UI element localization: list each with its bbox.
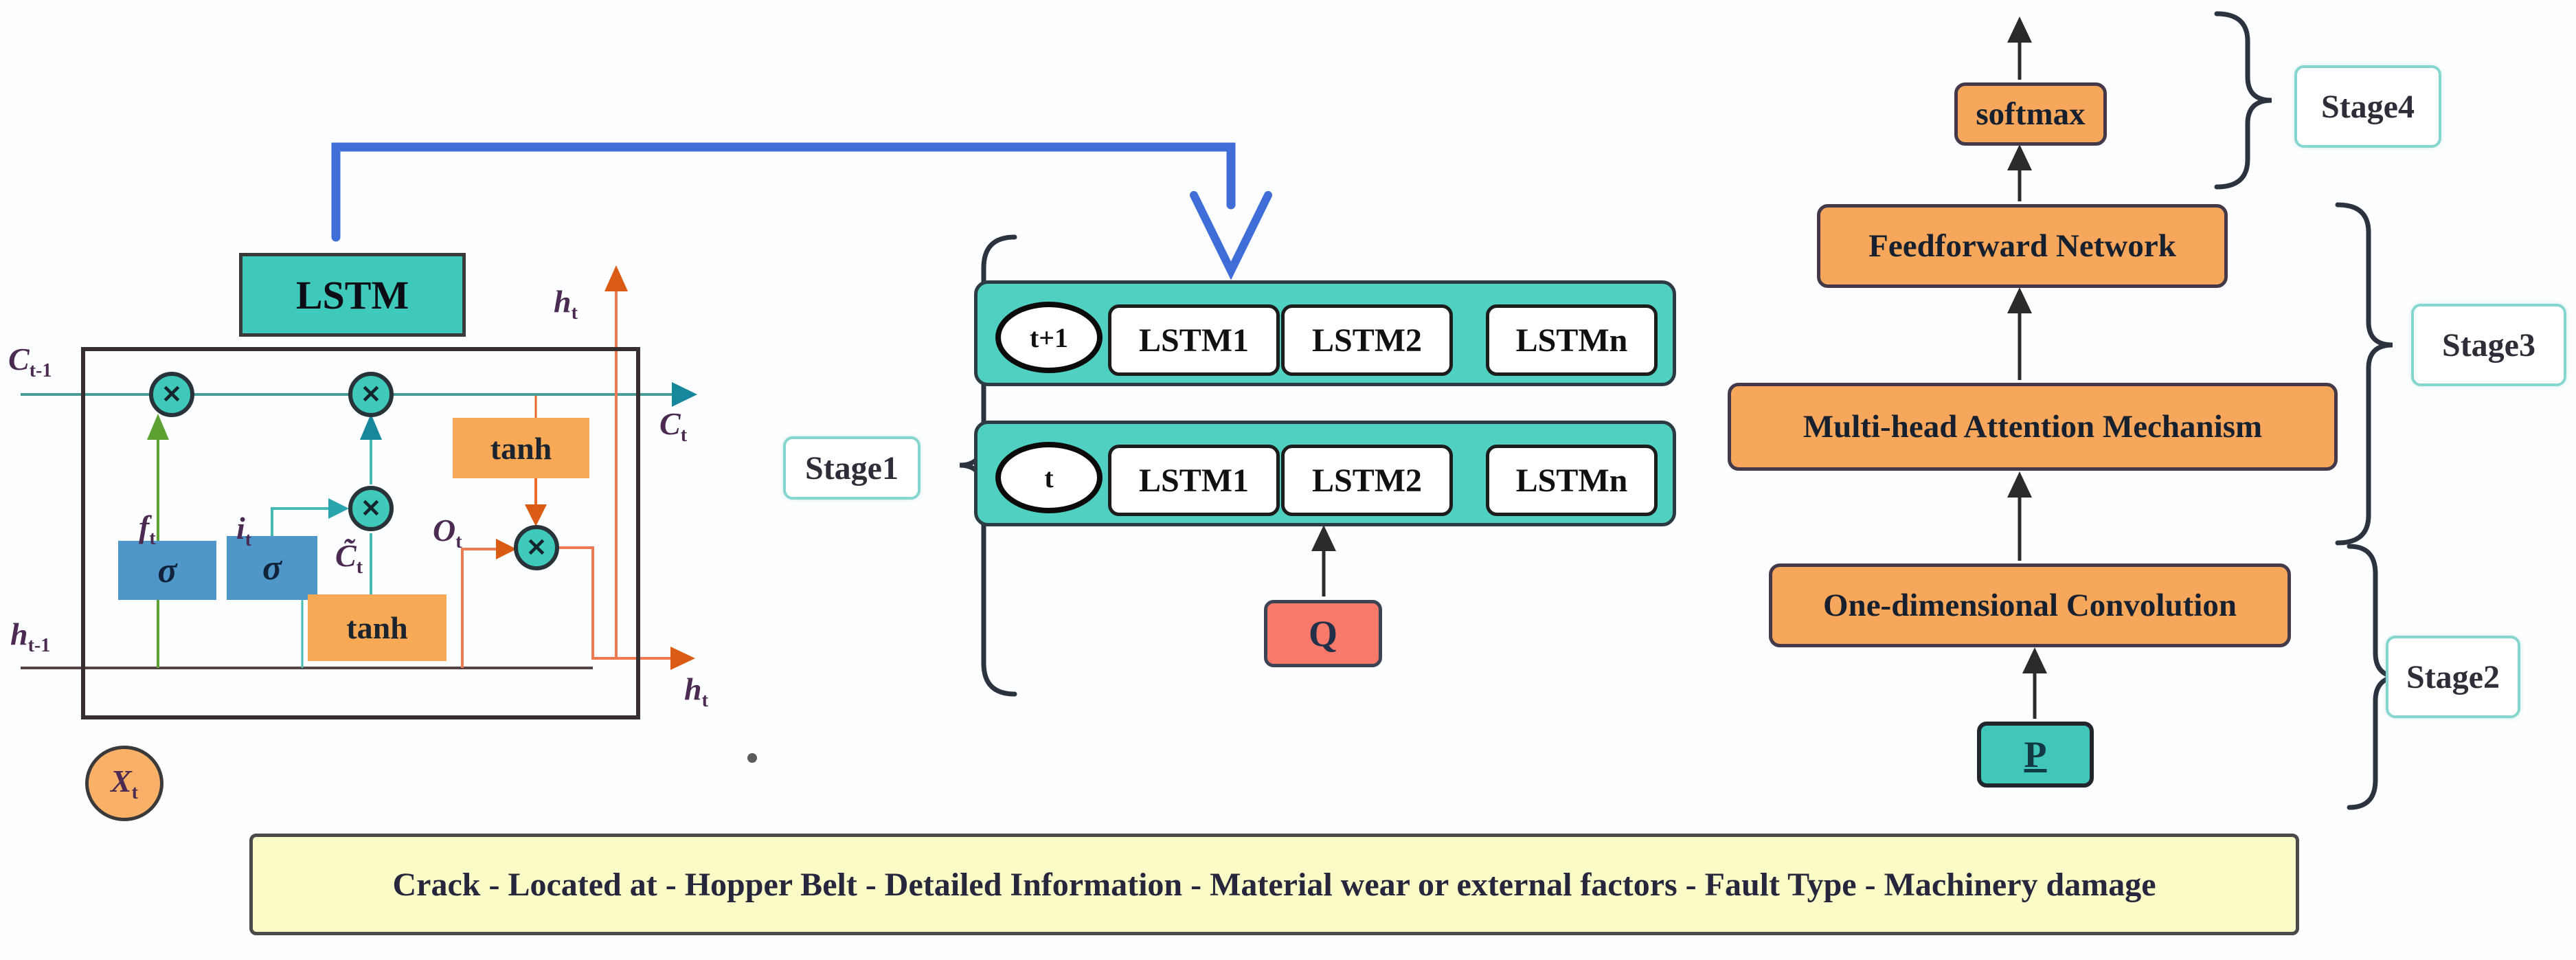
ffn-box: Feedforward Network: [1817, 204, 2228, 288]
forget-gate-label: ft: [139, 509, 156, 550]
stage4-box: Stage4: [2294, 65, 2441, 148]
conv-to-attention-arrowhead-icon: [2007, 471, 2032, 498]
stage4-label: Stage4: [2321, 88, 2415, 125]
lstm-cell-box: LSTM2: [1281, 304, 1453, 376]
softmax-label: softmax: [1976, 96, 2086, 132]
softmax-output-arrowhead-icon: [2007, 16, 2032, 43]
cell-state-arrowhead-icon: [672, 382, 697, 407]
multiply-node-input: ✕: [348, 486, 394, 531]
forget-gate-arrowhead-icon: [147, 414, 169, 440]
lstm-row-t1: t+1 LSTM1 LSTM2 LSTMn: [974, 280, 1676, 386]
stage1-box: Stage1: [783, 436, 920, 500]
lstm-cell-frame: [81, 347, 640, 719]
lstm-title-box: LSTM: [239, 253, 466, 337]
stage1-label: Stage1: [805, 449, 899, 487]
tanh-output-arrowhead-icon: [525, 504, 547, 526]
hidden-up-arrowhead-icon: [605, 265, 628, 291]
h-out-bottom-label: ht: [684, 671, 708, 712]
stage3-brace-icon: [2335, 202, 2393, 546]
attention-box: Multi-head Attention Mechanism: [1728, 383, 2338, 471]
candidate-label: C̃t: [335, 538, 363, 579]
lstm-cell-box: LSTM1: [1108, 445, 1280, 516]
blue-connector-line: [331, 142, 1236, 242]
lstm-cell-box: LSTM1: [1108, 304, 1280, 376]
softmax-box: softmax: [1954, 82, 2107, 146]
stage2-label: Stage2: [2406, 658, 2500, 695]
hidden-output-arrowhead-icon: [670, 647, 695, 670]
query-label: Q: [1308, 613, 1337, 654]
lstm-cell-box: LSTM2: [1281, 445, 1453, 516]
query-arrowhead-icon: [1311, 525, 1336, 551]
attention-label: Multi-head Attention Mechanism: [1803, 409, 2263, 445]
output-gate-arrowhead-icon: [496, 539, 517, 559]
stage3-label: Stage3: [2442, 326, 2535, 364]
tanh-label: tanh: [490, 430, 552, 466]
input-gate-label: it: [236, 511, 252, 551]
c-prev-label: Ct-1: [8, 342, 52, 382]
multiply-node-output: ✕: [514, 525, 559, 570]
ffn-to-softmax-arrowhead-icon: [2007, 144, 2032, 170]
query-box: Q: [1264, 600, 1382, 667]
stage2-box: Stage2: [2386, 636, 2520, 718]
output-gate-label: Ot: [433, 513, 462, 553]
p-to-conv-arrowhead-icon: [2022, 647, 2047, 673]
multiply-node-forget: ✕: [149, 372, 194, 417]
output-gate-line: [461, 548, 508, 668]
lstm-cell-box: LSTMn: [1486, 304, 1658, 376]
xt-label: Xt: [110, 763, 138, 804]
stray-dot: [747, 753, 757, 763]
input-p-label: P: [2024, 734, 2047, 775]
conv-label: One-dimensional Convolution: [1823, 588, 2237, 623]
multiply-node-cell-update: ✕: [348, 372, 394, 417]
input-xt-circle: Xt: [85, 746, 163, 821]
forget-gate-sigma-box: σ: [118, 541, 216, 600]
times-icon: ✕: [161, 381, 183, 408]
conv-box: One-dimensional Convolution: [1769, 563, 2291, 647]
lstm-row-t: t LSTM1 LSTM2 LSTMn: [974, 421, 1676, 526]
input-gate-arrowhead-icon: [328, 498, 349, 519]
blue-connector-arrowhead-icon: [1190, 191, 1272, 280]
sigma-label: σ: [157, 550, 177, 590]
times-icon: ✕: [526, 534, 547, 561]
h-prev-label: ht-1: [10, 616, 51, 657]
stage3-box: Stage3: [2411, 304, 2566, 386]
output-tanh-box: tanh: [453, 418, 589, 478]
lstm-title-label: LSTM: [295, 272, 409, 317]
times-icon: ✕: [360, 495, 382, 522]
caption-box: Crack - Located at - Hopper Belt - Detai…: [249, 834, 2299, 935]
stage4-brace-icon: [2214, 11, 2272, 190]
c-out-label: Ct: [659, 406, 688, 447]
sigma-label: σ: [262, 548, 282, 588]
h-out-top-label: ht: [554, 284, 578, 324]
times-icon: ✕: [360, 381, 382, 408]
caption-text: Crack - Located at - Hopper Belt - Detai…: [392, 866, 2156, 903]
attention-to-ffn-arrowhead-icon: [2007, 287, 2032, 313]
lstm-cell-box: LSTMn: [1486, 445, 1658, 516]
tanh-label: tanh: [346, 610, 408, 645]
input-gate-line: [271, 507, 341, 536]
candidate-arrowhead-icon: [360, 414, 382, 440]
hidden-output-line: [559, 546, 673, 660]
input-gate-sigma-box: σ: [227, 536, 317, 600]
input-p-box: P: [1977, 722, 2094, 788]
ffn-label: Feedforward Network: [1868, 228, 2176, 264]
time-ellipse-t: t: [995, 442, 1103, 513]
time-ellipse-t1: t+1: [995, 302, 1103, 373]
stage1-brace-icon: [959, 234, 1017, 697]
candidate-tanh-box: tanh: [308, 594, 447, 661]
